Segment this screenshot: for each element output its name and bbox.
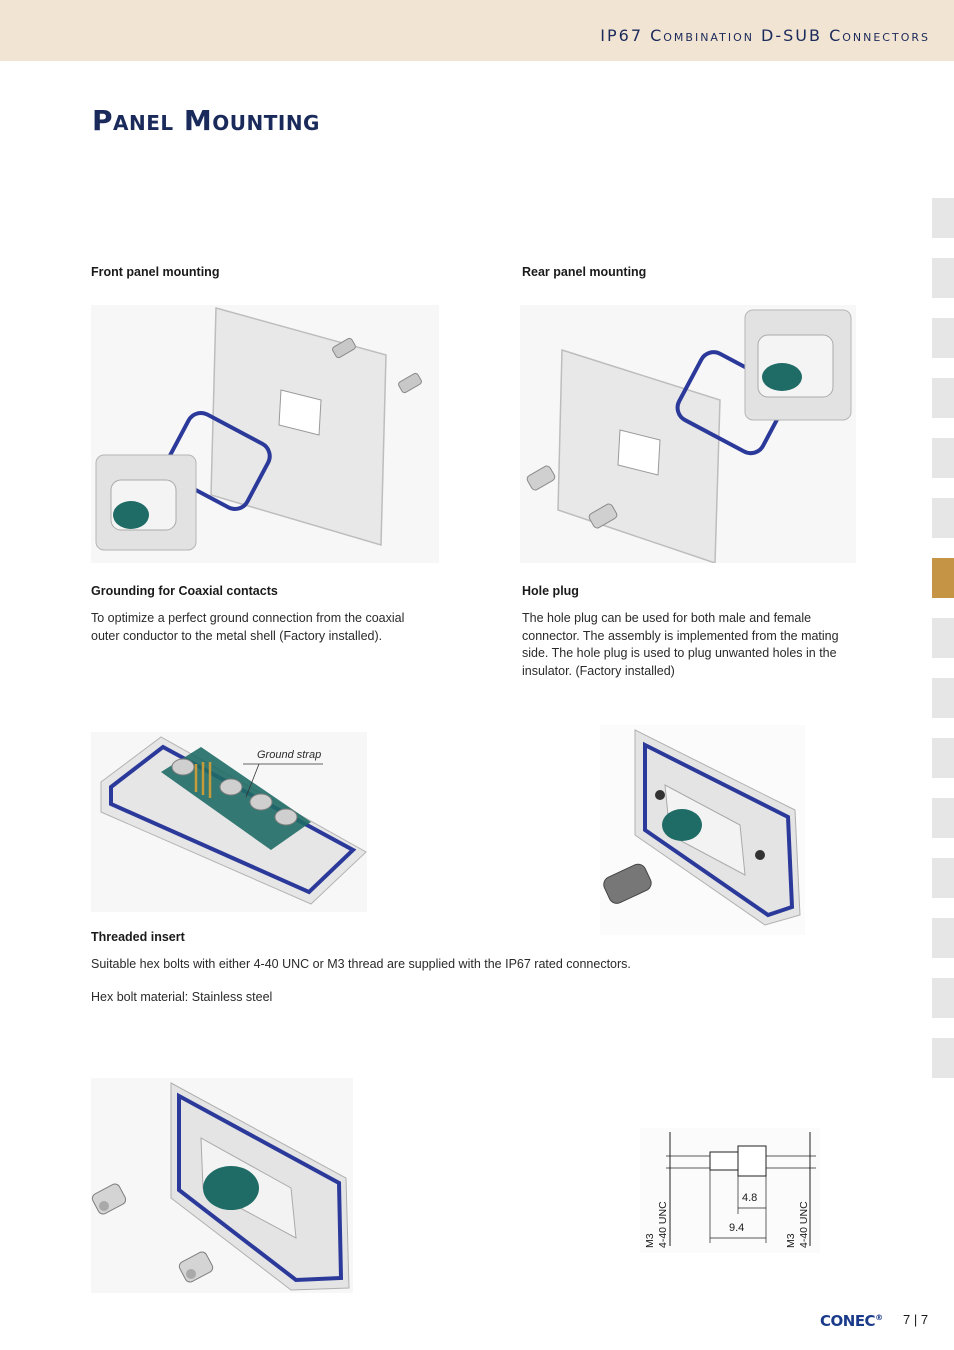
grounding-coaxial-image: [91, 732, 367, 912]
header-title: IP67 Combination D-SUB Connectors: [600, 26, 930, 45]
section-tab[interactable]: [932, 618, 954, 658]
dimension-4-8: 4.8: [742, 1192, 758, 1204]
section-tab[interactable]: [932, 318, 954, 358]
rear-panel-mounting-image: [520, 305, 856, 563]
front-panel-heading: Front panel mounting: [91, 265, 220, 279]
right-thread-labels: M3 4-40 UNC: [785, 1201, 811, 1248]
section-tab[interactable]: [932, 678, 954, 718]
section-tab[interactable]: [932, 918, 954, 958]
section-tab[interactable]: [932, 198, 954, 238]
section-tab[interactable]: [932, 258, 954, 298]
registered-mark: ®: [875, 1313, 883, 1322]
hole-plug-heading: Hole plug: [522, 584, 579, 598]
header-band: [0, 0, 954, 61]
right-thread-m3: M3: [785, 1233, 797, 1248]
section-tab[interactable]: [932, 978, 954, 1018]
hole-plug-text: The hole plug can be used for both male …: [522, 611, 839, 678]
section-tab[interactable]: [932, 438, 954, 478]
threaded-insert-image: [91, 1078, 353, 1293]
left-thread-m3: M3: [644, 1233, 656, 1248]
page-number: 7 | 7: [903, 1312, 929, 1327]
ground-strap-label: Ground strap: [257, 749, 322, 761]
conec-logo: CONEC®: [820, 1312, 883, 1330]
rear-panel-heading: Rear panel mounting: [522, 265, 647, 279]
threaded-insert-heading: Threaded insert: [91, 930, 185, 944]
logo-text: CONEC: [820, 1312, 876, 1330]
hole-plug-image: [600, 725, 805, 935]
section-tab[interactable]: [932, 1038, 954, 1078]
section-tab[interactable]: [932, 738, 954, 778]
right-thread-unc: 4-40 UNC: [798, 1201, 810, 1248]
section-tab[interactable]: [932, 378, 954, 418]
section-tab[interactable]: [932, 798, 954, 838]
hex-bolt-technical-drawing: [640, 1128, 820, 1253]
grounding-text: To optimize a perfect ground connection …: [91, 611, 405, 643]
left-thread-labels: M3 4-40 UNC: [644, 1201, 670, 1248]
section-tab[interactable]: [932, 498, 954, 538]
left-thread-unc: 4-40 UNC: [657, 1201, 669, 1248]
section-tab[interactable]: [932, 858, 954, 898]
hex-bolt-material-text: Hex bolt material: Stainless steel: [91, 990, 273, 1004]
dimension-9-4: 9.4: [729, 1222, 745, 1234]
front-panel-mounting-image: [91, 305, 439, 563]
page-title: Panel Mounting: [92, 104, 320, 137]
grounding-heading: Grounding for Coaxial contacts: [91, 584, 278, 598]
section-tab-active[interactable]: [932, 558, 954, 598]
section-tabs: [932, 198, 954, 1098]
threaded-insert-text: Suitable hex bolts with either 4-40 UNC …: [91, 957, 631, 971]
